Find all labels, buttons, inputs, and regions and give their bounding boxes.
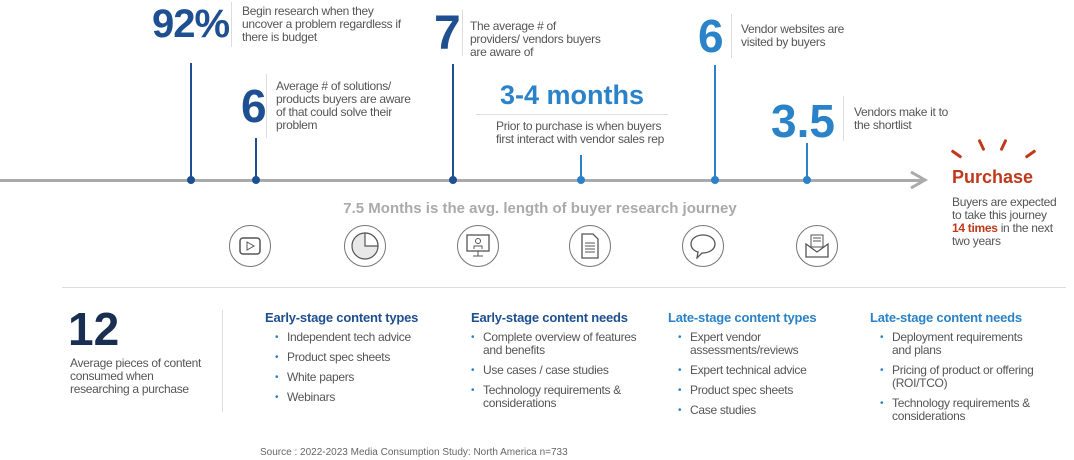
- stem: [806, 143, 808, 180]
- content-text: Average pieces of content consumed when …: [70, 356, 202, 396]
- list-item: Case studies: [678, 404, 863, 418]
- stat-text: The average # of providers/ vendors buye…: [470, 19, 601, 59]
- purchase-title: Purchase: [952, 167, 1034, 187]
- timeline-line: [0, 179, 922, 182]
- divider: [476, 114, 668, 115]
- stat-value: 92%: [152, 2, 230, 46]
- stat-text: Vendor websites are visited by buyers: [741, 22, 845, 49]
- divider: [231, 2, 232, 47]
- pie-chart-icon: [344, 225, 386, 267]
- speech-bubble-icon: [682, 225, 724, 267]
- divider: [266, 74, 267, 138]
- purchase-text: Buyers are expected to take this journey…: [952, 196, 1062, 248]
- list-item: Product spec sheets: [275, 351, 460, 365]
- list-item: Pricing of product or offering (ROI/TCO): [880, 364, 1045, 390]
- stat-text: Average # of solutions/ products buyers …: [276, 79, 411, 132]
- tagline: 7.5 Months is the avg. length of buyer r…: [343, 200, 737, 217]
- timeline-dot: [803, 176, 811, 184]
- stem: [255, 138, 257, 180]
- list-item: Expert technical advice: [678, 364, 863, 378]
- stat-text: Begin research when they uncover a probl…: [242, 4, 401, 44]
- divider: [462, 10, 463, 56]
- column-late-types: Late-stage content types Expert vendor a…: [668, 310, 863, 424]
- stat-value: 3.5: [771, 95, 835, 147]
- content-count: 12: [68, 303, 120, 355]
- list-item: Technology requirements & considerations: [471, 384, 656, 410]
- stat-value: 3-4 months: [500, 80, 645, 110]
- list-item: Product spec sheets: [678, 384, 863, 398]
- source-note: Source : 2022-2023 Media Consumption Stu…: [260, 447, 568, 458]
- stat-text: Vendors make it to the shortlist: [854, 105, 948, 132]
- stat-value: 6: [241, 80, 267, 132]
- divider: [843, 96, 844, 141]
- column-early-types: Early-stage content types Independent te…: [265, 310, 460, 411]
- purchase-text-before: Buyers are expected to take this journey: [952, 195, 1057, 222]
- list-item: Use cases / case studies: [471, 364, 656, 378]
- timeline-arrow-icon: [910, 170, 929, 190]
- purchase-text-after: in the next two years: [952, 221, 1053, 248]
- column-late-needs: Late-stage content needs Deployment requ…: [870, 310, 1055, 430]
- timeline-dot: [577, 176, 585, 184]
- stem: [190, 63, 192, 180]
- stem: [714, 65, 716, 180]
- timeline-dot: [252, 176, 260, 184]
- divider: [731, 14, 732, 58]
- column-title: Early-stage content needs: [471, 310, 628, 325]
- list-item: Deployment requirements and plans: [880, 331, 1035, 357]
- purchase-highlight: 14 times: [952, 221, 998, 235]
- document-icon: [569, 225, 611, 267]
- list-item: Independent tech advice: [275, 331, 460, 345]
- column-title: Early-stage content types: [265, 310, 419, 325]
- list-item: Technology requirements & considerations: [880, 397, 1030, 423]
- stem: [580, 155, 582, 180]
- timeline-dot: [187, 176, 195, 184]
- list-item: White papers: [275, 371, 460, 385]
- stat-value: 7: [434, 7, 461, 60]
- column-title: Late-stage content types: [668, 310, 817, 325]
- stem: [452, 64, 454, 180]
- divider: [222, 310, 223, 412]
- column-title: Late-stage content needs: [870, 310, 1022, 325]
- list-item: Webinars: [275, 391, 460, 405]
- section-divider: [62, 287, 1066, 288]
- column-early-needs: Early-stage content needs Complete overv…: [471, 310, 656, 417]
- email-icon: [796, 225, 838, 267]
- list-item: Complete overview of features and benefi…: [471, 331, 656, 357]
- timeline-dot: [711, 176, 719, 184]
- timeline-dot: [449, 176, 457, 184]
- video-icon: [229, 225, 271, 267]
- stat-value: 6: [698, 10, 724, 62]
- stat-text: Prior to purchase is when buyers first i…: [496, 119, 664, 146]
- list-item: Expert vendor assessments/reviews: [678, 331, 799, 357]
- webinar-icon: [457, 225, 499, 267]
